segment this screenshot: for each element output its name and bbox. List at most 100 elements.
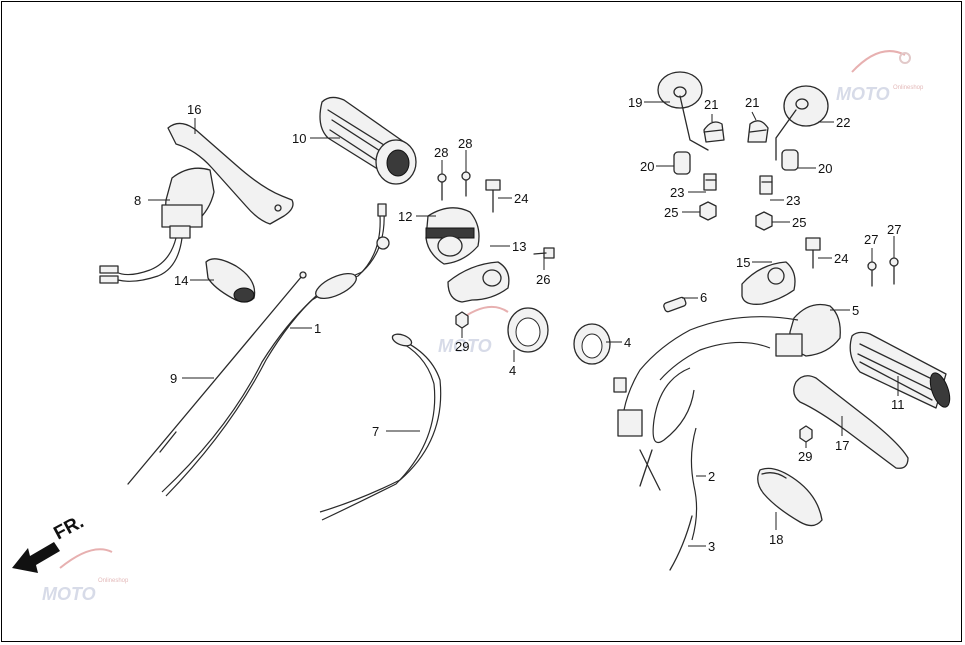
svg-text:20: 20 [818, 161, 832, 176]
svg-text:12: 12 [398, 209, 412, 224]
bolt-24-right [805, 237, 821, 269]
callout-27-right: 27 [887, 222, 901, 258]
svg-text:15: 15 [736, 255, 750, 270]
svg-text:4: 4 [624, 335, 631, 350]
svg-text:4: 4 [509, 363, 516, 378]
callout-29-right: 29 [798, 442, 812, 464]
callout-8: 8 [134, 193, 170, 208]
watermark-text: MOTO [438, 336, 492, 356]
callout-2: 2 [696, 469, 715, 484]
svg-text:23: 23 [670, 185, 684, 200]
screw-27b [889, 257, 899, 285]
lever-cover-right [757, 467, 823, 527]
svg-text:20: 20 [640, 159, 654, 174]
svg-text:28: 28 [458, 136, 472, 151]
callout-3: 3 [688, 539, 715, 554]
watermark-text: MOTO [42, 584, 96, 604]
svg-text:13: 13 [512, 239, 526, 254]
svg-text:5: 5 [852, 303, 859, 318]
svg-text:7: 7 [372, 424, 379, 439]
callout-17: 17 [835, 416, 849, 453]
callout-6: 6 [682, 290, 707, 305]
callout-12: 12 [398, 209, 436, 224]
callout-21-left: 21 [704, 97, 718, 122]
callout-27-left: 27 [864, 232, 878, 262]
svg-text:21: 21 [745, 95, 759, 110]
mirror-cover-21b [747, 120, 769, 143]
callout-26: 26 [536, 258, 550, 287]
right-switch-housing [775, 303, 841, 357]
svg-text:14: 14 [174, 273, 188, 288]
watermark-mid: MOTO [438, 305, 509, 356]
right-wiring-harness [613, 316, 799, 487]
callout-7: 7 [372, 424, 420, 439]
svg-text:25: 25 [664, 205, 678, 220]
callout-11: 11 [891, 376, 905, 412]
svg-text:17: 17 [835, 438, 849, 453]
nut-25a [699, 201, 717, 221]
screw-28b [461, 171, 471, 197]
callout-15: 15 [736, 255, 772, 270]
svg-text:16: 16 [187, 102, 201, 117]
left-switch-housing [99, 167, 215, 284]
svg-text:21: 21 [704, 97, 718, 112]
lever-bracket-right [741, 261, 796, 305]
svg-text:9: 9 [170, 371, 177, 386]
callout-14: 14 [174, 273, 214, 288]
nut-29-right [799, 425, 813, 443]
callout-23-right: 23 [770, 193, 800, 208]
callout-28-left: 28 [434, 145, 448, 174]
choke-cable [127, 271, 307, 485]
svg-text:3: 3 [708, 539, 715, 554]
rubber-cover-left [205, 258, 256, 303]
callout-21-right: 21 [745, 95, 759, 121]
mirror-cap-20b [781, 149, 799, 171]
svg-text:27: 27 [864, 232, 878, 247]
callout-10: 10 [292, 131, 340, 146]
screw-27a [867, 261, 877, 287]
callout-20-right: 20 [798, 161, 832, 176]
stop-switch [663, 296, 687, 313]
screw-28a [437, 173, 447, 201]
callout-20-left: 20 [640, 159, 674, 174]
watermark-top-right: MOTO Onlineshop [836, 50, 924, 104]
callouts: 1 2 3 4 4 5 6 7 8 9 10 11 12 13 14 15 16… [134, 95, 905, 554]
watermark-subtext: Onlineshop [98, 578, 129, 584]
nut-29-left [455, 311, 469, 329]
callout-1: 1 [290, 321, 321, 336]
svg-text:29: 29 [455, 339, 469, 354]
mirror-left [657, 71, 709, 151]
svg-text:26: 26 [536, 272, 550, 287]
front-label: FR. [50, 512, 87, 545]
svg-text:8: 8 [134, 193, 141, 208]
svg-text:10: 10 [292, 131, 306, 146]
callout-23-left: 23 [670, 185, 706, 200]
svg-text:22: 22 [836, 115, 850, 130]
svg-text:2: 2 [708, 469, 715, 484]
clutch-lever [167, 122, 294, 225]
callout-13: 13 [490, 239, 526, 254]
svg-text:19: 19 [628, 95, 642, 110]
svg-text:27: 27 [887, 222, 901, 237]
callout-22: 22 [818, 115, 850, 130]
watermark-subtext: Onlineshop [893, 85, 924, 91]
mirror-cap-20a [673, 151, 691, 175]
callout-28-right: 28 [458, 136, 472, 172]
callout-9: 9 [170, 371, 214, 386]
bolt-24-left [485, 179, 501, 213]
svg-text:25: 25 [792, 215, 806, 230]
front-direction-arrow: FR. [12, 512, 87, 573]
mirror-cover-21a [703, 121, 725, 143]
callout-4-right: 4 [606, 335, 631, 350]
adapter-23a [703, 173, 717, 191]
throttle-cable [161, 203, 390, 497]
svg-text:28: 28 [434, 145, 448, 160]
svg-text:24: 24 [834, 251, 848, 266]
callout-25-right: 25 [772, 215, 806, 230]
svg-text:6: 6 [700, 290, 707, 305]
nut-25b [755, 211, 773, 231]
lever-bracket-left [447, 261, 510, 303]
